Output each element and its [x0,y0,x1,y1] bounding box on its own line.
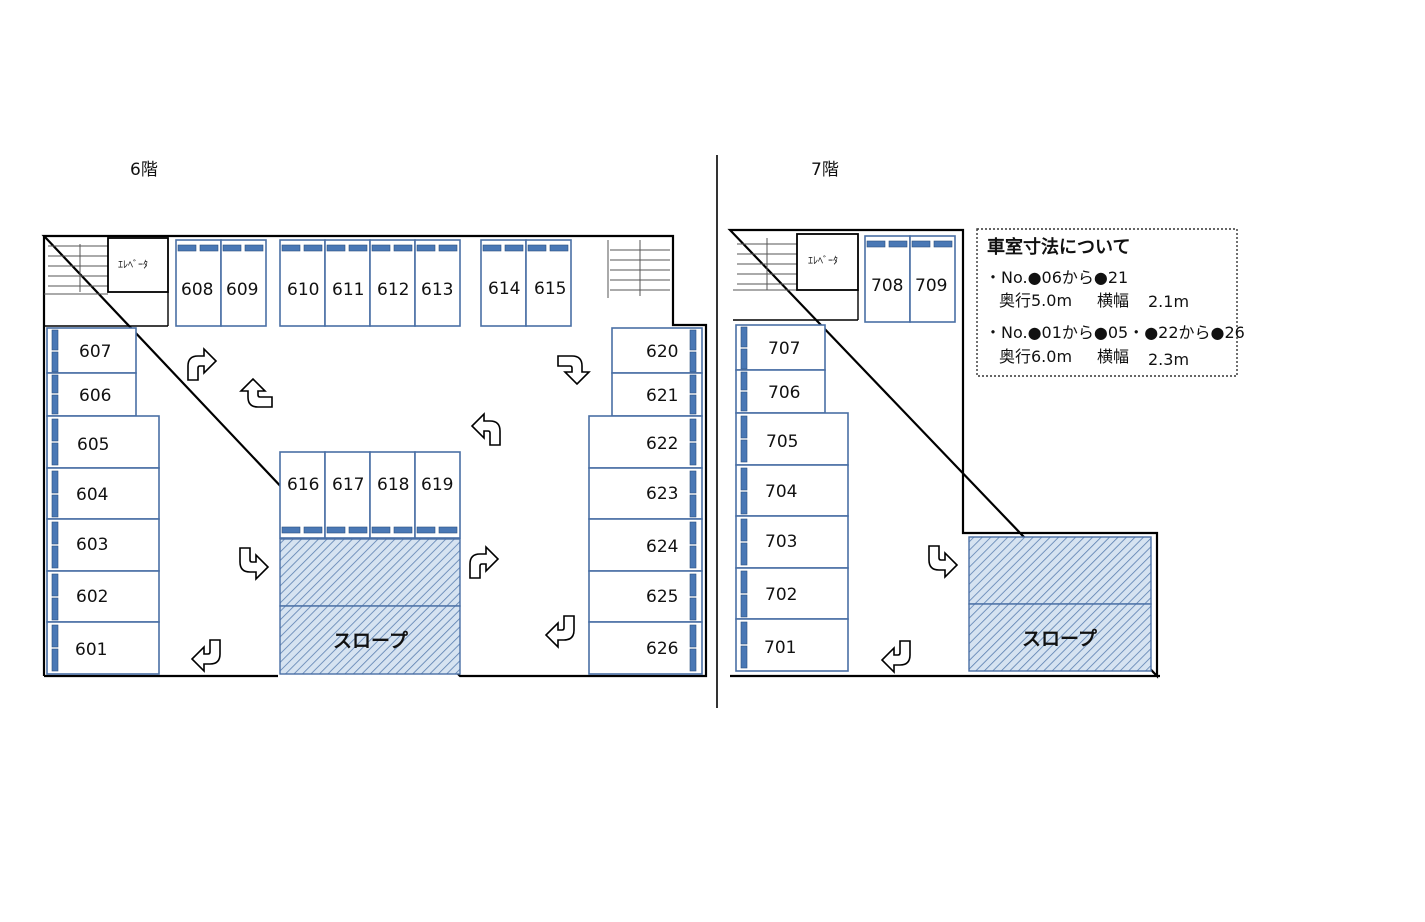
slope-7-lower [968,603,1152,672]
stall-608: 608 [181,280,213,300]
note-line-3: ・No.●01から●05・●22から●26 [985,323,1245,342]
stall-616: 616 [287,475,319,495]
stall-613: 613 [421,280,453,300]
floor-6-outer-wall [41,234,708,678]
floor-7-outer-wall [727,228,1160,679]
floor-7-plan: ｴﾚﾍﾞｰﾀ 708 709 707 706 [727,228,1245,679]
stalls-6-top [175,239,572,327]
note-line-2-width: 2.1m [1148,292,1189,311]
stall-625: 625 [646,587,678,607]
stall-606: 606 [79,386,111,406]
stairs-6-right [607,240,670,298]
stall-626: 626 [646,639,678,659]
stairs-7 [733,238,797,291]
stall-701: 701 [764,638,796,658]
floor-7-label: 7階 [811,160,839,180]
note-title: 車室寸法について [987,236,1130,258]
stall-703: 703 [765,532,797,552]
stall-702: 702 [765,585,797,605]
direction-arrows-7 [881,545,958,673]
stall-707: 707 [768,339,800,359]
stall-604: 604 [76,485,108,505]
stall-615: 615 [534,279,566,299]
stalls-7-top [864,235,956,323]
elevator-6-label: ｴﾚﾍﾞｰﾀ [118,259,148,271]
note-line-4-width: 2.3m [1148,350,1189,369]
stall-614: 614 [488,279,520,299]
stall-705: 705 [766,432,798,452]
stall-603: 603 [76,535,108,555]
elevator-6 [107,237,169,293]
stall-621: 621 [646,386,678,406]
stall-612: 612 [377,280,409,300]
stalls-6-right [588,327,703,675]
stall-602: 602 [76,587,108,607]
stalls-6-left [46,327,160,675]
stall-605: 605 [77,435,109,455]
elevator-7-label: ｴﾚﾍﾞｰﾀ [808,255,838,267]
stall-620: 620 [646,342,678,362]
stalls-7-left [735,324,849,672]
elevator-7 [796,233,859,291]
stall-706: 706 [768,383,800,403]
stall-624: 624 [646,537,678,557]
stairs-6-left [44,244,108,295]
slope-7-label: スロープ [1022,627,1098,650]
stall-619: 619 [421,475,453,495]
stall-607: 607 [79,342,111,362]
slope-7-upper [968,536,1152,605]
slope-6-label: スロープ [333,629,409,652]
stall-704: 704 [765,482,797,502]
slope-6-upper [279,538,461,607]
stall-623: 623 [646,484,678,504]
slope-6-lower [279,605,461,675]
dimension-note-box [976,228,1238,377]
stalls-6-center [279,451,461,539]
note-line-2-depth: 奥行5.0m [999,291,1072,310]
stall-611: 611 [332,280,364,300]
stall-708: 708 [871,276,903,296]
stall-622: 622 [646,434,678,454]
stall-610: 610 [287,280,319,300]
stall-609: 609 [226,280,258,300]
stall-601: 601 [75,640,107,660]
floor-6-plan: ｴﾚﾍﾞｰﾀ [41,234,708,678]
note-line-4-width-label: 横幅 [1097,347,1129,366]
note-line-2-width-label: 横幅 [1097,291,1129,310]
note-line-1: ・No.●06から●21 [985,268,1128,287]
floor-6-label: 6階 [130,160,158,180]
stall-617: 617 [332,475,364,495]
stall-618: 618 [377,475,409,495]
stall-709: 709 [915,276,947,296]
note-line-4-depth: 奥行6.0m [999,347,1072,366]
